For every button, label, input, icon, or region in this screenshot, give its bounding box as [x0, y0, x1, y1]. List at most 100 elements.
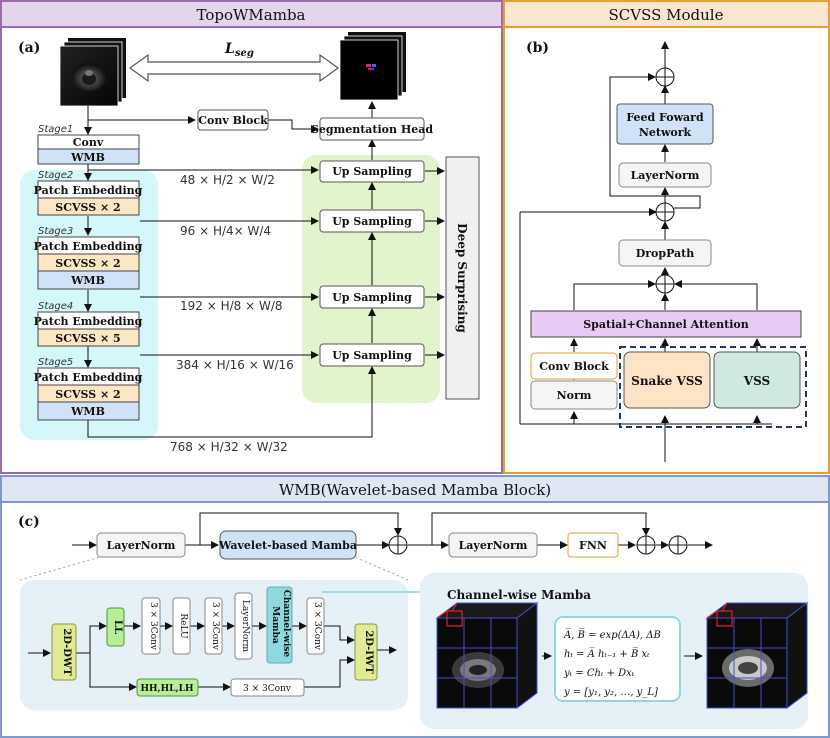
conv3-2-label: 3 × 3Conv: [210, 602, 220, 651]
wmb-layernorm-2-label: LayerNorm: [459, 539, 528, 552]
wmb-layernorm-2: LayerNorm: [448, 532, 538, 558]
stage4-scvss-label: SCVSS × 5: [55, 332, 120, 345]
hh-block: HH,HL,LH: [136, 678, 199, 697]
conv3-4-label: 3 × 3Conv: [243, 684, 292, 694]
channel-mamba-title: Channel-wise Mamba: [447, 588, 591, 602]
loss-double-arrow: Lseg: [128, 41, 340, 83]
encoder-stage4: Patch Embedding SCVSS × 5: [34, 311, 143, 347]
wavelet-layernorm-label: LayerNorm: [240, 600, 250, 653]
scvss-add-nodes: [655, 67, 675, 294]
stage4-label: Stage4: [38, 301, 73, 312]
scvss-norm-label: Norm: [557, 389, 592, 402]
stage3-label: Stage3: [38, 226, 73, 237]
snake-vss-block: Snake VSS: [623, 351, 711, 409]
equation-4: y = [y₁, y₂, …, y_L]: [563, 687, 658, 698]
wavelet-detail-arrows: [28, 622, 397, 691]
fnn-label: FNN: [579, 539, 607, 552]
stage5-wmb-label: WMB: [70, 405, 105, 418]
ffn-label-line2: Network: [639, 126, 692, 139]
zoom-line-right: [351, 555, 409, 581]
panel-a-tag: (a): [18, 40, 40, 56]
wavelet-mamba-block: Wavelet-based Mamba: [218, 530, 357, 560]
panel-a-header: TopoWMamba: [197, 6, 306, 24]
snake-vss-label: Snake VSS: [631, 374, 703, 388]
stage4-patch-embedding-label: Patch Embedding: [34, 315, 143, 328]
dimension-labels: 48 × H/2 × W/2 96 × H/4× W/4 192 × H/8 ×…: [170, 173, 294, 454]
attention-block: Spatial+Channel Attention: [530, 310, 802, 338]
stage2-patch-embedding-label: Patch Embedding: [34, 184, 143, 197]
panel-b-header: SCVSS Module: [609, 6, 724, 24]
scvss-norm-block: Norm: [530, 380, 618, 410]
scvss-conv-block-label: Conv Block: [539, 360, 609, 373]
conv3-1-label: 3 × 3Conv: [148, 602, 158, 651]
dwt-block: 2D-DWT: [51, 623, 77, 681]
dim-label-2: 96 × H/4× W/4: [180, 224, 271, 238]
stage5-patch-embedding-label: Patch Embedding: [34, 371, 143, 384]
conv-block-a: Conv Block: [197, 109, 269, 131]
conv-label: Conv: [73, 136, 104, 149]
dim-label-4: 384 × H/16 × W/16: [176, 358, 294, 372]
stage3-patch-embedding-label: Patch Embedding: [34, 240, 143, 253]
ll-block: LL: [106, 607, 125, 647]
channel-wise-mamba-block: Channel-wise Mamba: [266, 586, 293, 664]
vss-dashed-group: [619, 346, 807, 428]
conv3-3-label: 3 × 3Conv: [312, 602, 322, 651]
stage5-scvss-label: SCVSS × 2: [55, 388, 120, 401]
conv3-block-2: 3 × 3Conv: [204, 597, 223, 655]
segmentation-head: Segmentation Head: [311, 117, 433, 141]
ffn-label-line1: Feed Foward: [626, 111, 704, 124]
vss-label: VSS: [743, 374, 770, 388]
stage3-wmb-label: WMB: [70, 274, 105, 287]
relu-label: ReLU: [178, 613, 188, 639]
up-sampling-3-label: Up Sampling: [332, 291, 412, 304]
droppath-label: DropPath: [636, 247, 695, 260]
feature-cube-output: [705, 602, 809, 709]
scvss-conv-block: Conv Block: [530, 352, 618, 380]
dim-label-1: 48 × H/2 × W/2: [180, 173, 275, 187]
dwt-label: 2D-DWT: [61, 628, 72, 676]
input-ct-image: [59, 38, 126, 107]
segmentation-head-label: Segmentation Head: [311, 123, 433, 136]
encoder-stage5: Patch Embedding SCVSS × 2 WMB: [34, 367, 143, 421]
encoder-stage3: Patch Embedding SCVSS × 2 WMB: [34, 236, 143, 290]
deep-supervision-block: Deep Surprising: [445, 156, 480, 400]
ll-label: LL: [112, 620, 123, 634]
dim-label-5: 768 × H/32 × W/32: [170, 440, 288, 454]
zoom-line-left: [19, 556, 101, 581]
wmb-arrows: [72, 512, 713, 549]
stage5-label: Stage5: [38, 357, 73, 368]
encoder-stage2: Patch Embedding SCVSS × 2: [34, 180, 143, 216]
ffn-block: Feed Foward Network: [616, 103, 714, 145]
stage2-scvss-label: SCVSS × 2: [55, 201, 120, 214]
up-sampling-2: Up Sampling: [319, 209, 425, 233]
panel-c-header: WMB(Wavelet-based Mamba Block): [279, 481, 551, 499]
conv-block-a-label: Conv Block: [198, 114, 268, 127]
encoder-stage1: Conv WMB: [37, 134, 140, 165]
scvss-arrows: [519, 41, 772, 462]
vss-block: VSS: [713, 351, 801, 409]
loss-label: Lseg: [224, 41, 254, 59]
up-sampling-2-label: Up Sampling: [332, 215, 412, 228]
up-sampling-1: Up Sampling: [319, 160, 425, 183]
relu-block: ReLU: [172, 597, 191, 655]
panel-c-tag: (c): [18, 514, 40, 530]
iwt-block: 2D-IWT: [354, 623, 378, 681]
up-sampling-3: Up Sampling: [319, 285, 425, 309]
encoder-arrows: [84, 101, 445, 438]
attention-label: Spatial+Channel Attention: [583, 318, 749, 331]
up-sampling-4: Up Sampling: [319, 343, 425, 367]
wmb-add-nodes: [388, 535, 688, 555]
equation-3: yₜ = Chₜ + Dxₜ: [563, 668, 635, 679]
stage2-label: Stage2: [38, 170, 73, 181]
stage1-label: Stage1: [38, 124, 73, 135]
output-segmentation-mask: [339, 32, 406, 101]
conv3-block-3: 3 × 3Conv: [306, 597, 325, 655]
conv3-block-1: 3 × 3Conv: [141, 597, 161, 655]
hh-label: HH,HL,LH: [141, 684, 194, 694]
wmb-layernorm-1: LayerNorm: [96, 532, 186, 558]
conv3-block-4: 3 × 3Conv: [230, 678, 305, 697]
dim-label-3: 192 × H/8 × W/8: [180, 299, 283, 313]
scvss-layernorm: LayerNorm: [618, 162, 712, 188]
panel-b-tag: (b): [526, 40, 549, 56]
